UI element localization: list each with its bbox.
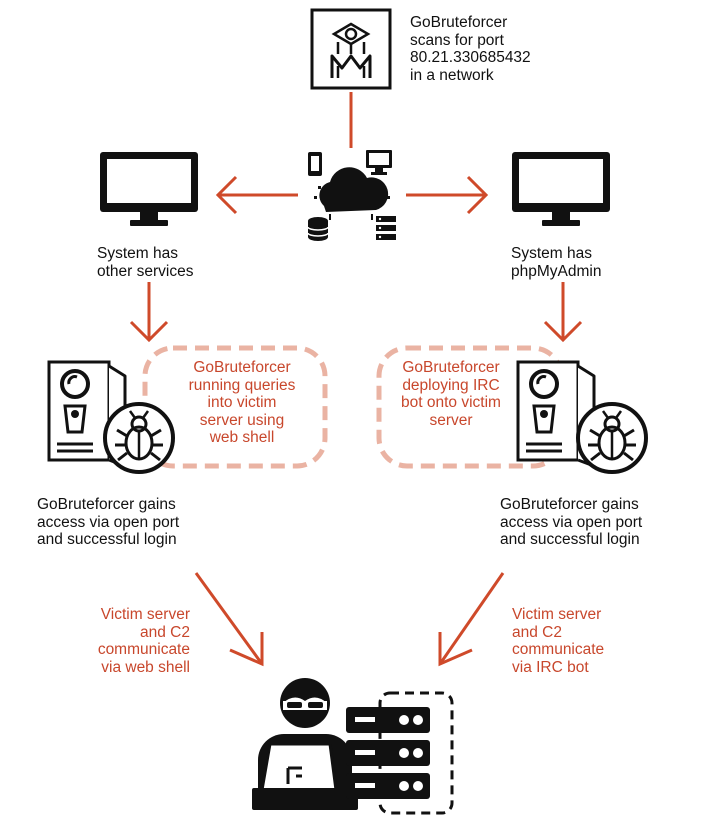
left-action-label: GoBruteforcer running queries into victi… xyxy=(188,359,296,446)
right-comm-label: Victim server and C2 communicate via IRC… xyxy=(512,606,605,676)
right-action-label: GoBruteforcer deploying IRC bot onto vic… xyxy=(401,359,501,429)
right-monitor-icon xyxy=(512,152,610,226)
server-rack-icon xyxy=(346,691,454,815)
left-monitor-icon xyxy=(100,152,198,226)
arrow-left-to-c2 xyxy=(194,572,264,667)
right-access-label: GoBruteforcer gains access via open port… xyxy=(500,496,643,548)
hacker-icon xyxy=(252,678,358,810)
arrow-right-to-c2 xyxy=(438,572,505,667)
right-system-label: System has phpMyAdmin xyxy=(511,245,602,280)
left-access-label: GoBruteforcer gains access via open port… xyxy=(37,496,180,548)
cloud-network-icon xyxy=(307,150,396,241)
gobruteforcer-logo-icon xyxy=(310,8,392,90)
arrow-to-right-system xyxy=(406,175,489,215)
arrow-to-left-system xyxy=(215,175,298,215)
right-bug-icon xyxy=(576,402,648,474)
scan-label: GoBruteforcer scans for port 80.21.33068… xyxy=(410,14,531,84)
arrow-left-down xyxy=(129,282,169,343)
left-system-label: System has other services xyxy=(97,245,194,280)
arrow-right-down xyxy=(543,282,583,343)
left-comm-label: Victim server and C2 communicate via web… xyxy=(97,606,190,676)
left-bug-icon xyxy=(103,402,175,474)
